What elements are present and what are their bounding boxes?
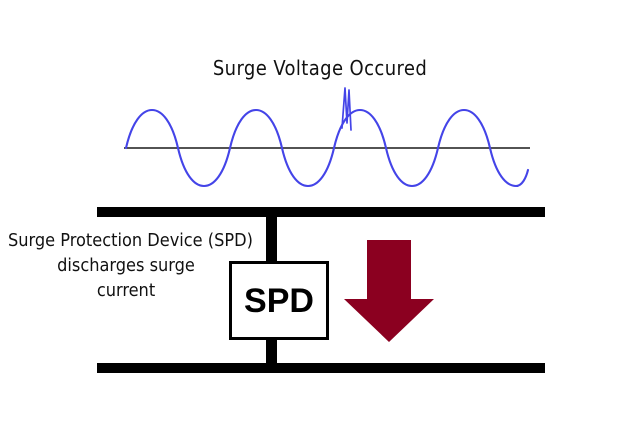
spd-caption-line-1: Surge Protection Device (SPD)	[8, 230, 253, 251]
spd-device-label: SPD	[244, 281, 314, 320]
top-bus-bar	[97, 207, 545, 217]
spd-bottom-connector	[266, 337, 277, 368]
spd-caption-line-3: current	[96, 280, 156, 301]
spd-caption-line-2: discharges surge	[57, 255, 195, 276]
surge-spike-trace	[341, 87, 352, 131]
surge-current-arrow-icon	[344, 240, 434, 342]
waveform-title: Surge Voltage Occured	[212, 56, 428, 80]
spd-caption: Surge Protection Device (SPD) discharges…	[8, 228, 253, 303]
sine-wave-trace	[124, 108, 530, 188]
spd-device-box[interactable]: SPD	[229, 261, 329, 340]
bottom-bus-bar	[97, 363, 545, 373]
spd-top-connector	[266, 212, 277, 264]
